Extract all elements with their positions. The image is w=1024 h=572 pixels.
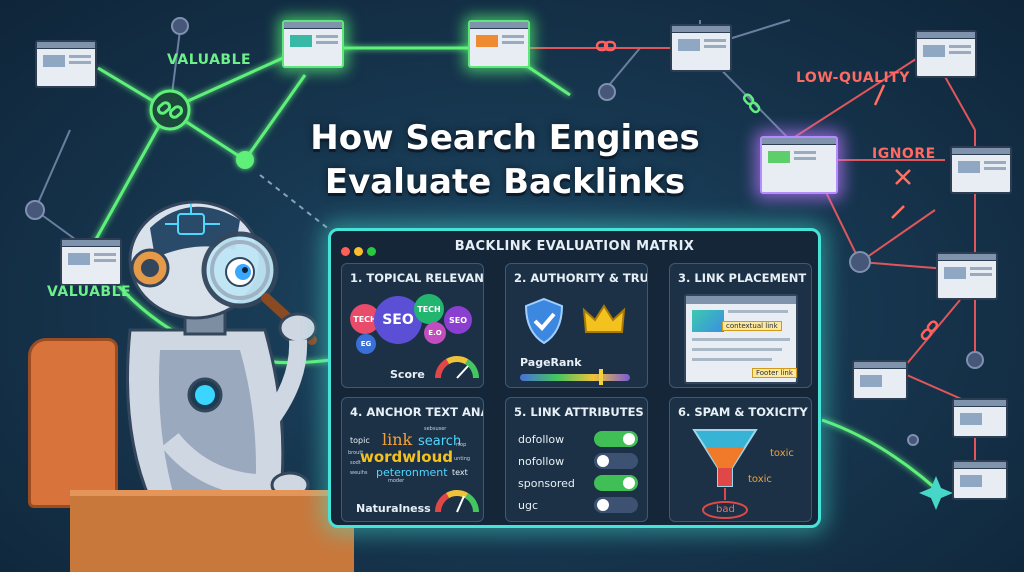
- robot-illustration: [126, 200, 318, 502]
- panel-link-attributes: 5. LINK ATTRIBUTES dofollow nofollow spo…: [505, 397, 648, 522]
- title-line-2: Evaluate Backlinks: [324, 162, 686, 202]
- pagerank-label: PageRank: [520, 356, 582, 369]
- panel-anchor-text: 4. ANCHOR TEXT ANALYSIS link search word…: [341, 397, 484, 522]
- webpage-node: [950, 146, 1012, 194]
- webpage-node: [952, 460, 1008, 500]
- ignore-label: IGNORE: [872, 146, 936, 162]
- cloud-word: wordwloud: [360, 448, 454, 466]
- panel-title: 6. SPAM & TOXICITY: [678, 405, 808, 419]
- topic-bubble: TECH: [414, 294, 444, 324]
- webpage-node: [282, 20, 344, 68]
- panel-title: 1. TOPICAL RELEVANCE: [350, 271, 484, 285]
- webpage-node: [852, 360, 908, 400]
- panel-authority-trust: 2. AUTHORITY & TRUST PageRank: [505, 263, 648, 388]
- title-line-1: How Search Engines: [310, 118, 700, 158]
- webpage-node: [952, 398, 1008, 438]
- cloud-word: sebsuser: [424, 426, 447, 432]
- close-dot: [341, 247, 350, 256]
- toxic-label: toxic: [770, 448, 794, 459]
- cloud-word: broutt: [348, 450, 364, 456]
- bad-label: bad: [716, 504, 735, 515]
- cloud-word: moder: [388, 478, 405, 484]
- nofollow-toggle[interactable]: [594, 453, 638, 469]
- desk-illustration: [70, 490, 354, 572]
- cloud-word: link: [382, 430, 413, 449]
- score-label: Score: [390, 368, 425, 381]
- topic-bubble: SEO: [444, 306, 472, 334]
- webpage-node: [468, 20, 530, 68]
- window-controls: [341, 241, 380, 260]
- cloud-word: sodt: [350, 460, 361, 466]
- webpage-node: [936, 252, 998, 300]
- topic-bubble: E.O: [424, 322, 446, 344]
- pagerank-marker: [599, 369, 604, 385]
- cloud-word: search: [418, 434, 462, 449]
- toxic-label: toxic: [748, 474, 772, 485]
- attr-label-sponsored: sponsored: [518, 477, 575, 490]
- attr-label-dofollow: dofollow: [518, 433, 565, 446]
- page-title: How Search Engines Evaluate Backlinks: [270, 116, 740, 204]
- evaluation-matrix-window: BACKLINK EVALUATION MATRIX 1. TOPICAL RE…: [328, 228, 821, 528]
- cloud-word: topic: [350, 436, 370, 445]
- funnel-icon: [692, 429, 758, 519]
- panel-title: 4. ANCHOR TEXT ANALYSIS: [350, 405, 483, 419]
- maximize-dot: [367, 247, 376, 256]
- panel-title: 2. AUTHORITY & TRUST: [514, 271, 648, 285]
- attr-label-nofollow: nofollow: [518, 455, 565, 468]
- panel-link-placement: 3. LINK PLACEMENT contextual link Footer…: [669, 263, 812, 388]
- panel-topical-relevance: 1. TOPICAL RELEVANCE TECH SEO TECH SEO E…: [341, 263, 484, 388]
- panel-spam-toxicity: 6. SPAM & TOXICITY toxic toxic bad: [669, 397, 812, 522]
- matrix-title: BACKLINK EVALUATION MATRIX: [454, 239, 695, 254]
- crown-icon: [582, 304, 626, 333]
- panel-title: 3. LINK PLACEMENT: [678, 271, 807, 285]
- cloud-word: rtop: [456, 442, 467, 448]
- chair-illustration: [28, 338, 118, 508]
- contextual-link-tag: contextual link: [722, 321, 782, 331]
- pagerank-bar: [520, 374, 630, 381]
- webpage-node: [670, 24, 732, 72]
- footer-link-tag: Footer link: [752, 368, 797, 378]
- score-gauge: [435, 356, 479, 379]
- cloud-word: text: [452, 468, 468, 477]
- low-quality-label: LOW-QUALITY: [796, 70, 910, 86]
- dofollow-toggle[interactable]: [594, 431, 638, 447]
- webpage-node: [60, 238, 122, 286]
- attr-label-ugc: ugc: [518, 499, 539, 512]
- sponsored-toggle[interactable]: [594, 475, 638, 491]
- webpage-node: [760, 136, 838, 194]
- minimize-dot: [354, 247, 363, 256]
- shield-check-icon: [524, 297, 564, 345]
- webpage-node: [35, 40, 97, 88]
- ugc-toggle[interactable]: [594, 497, 638, 513]
- naturalness-gauge: [435, 490, 479, 513]
- topic-bubble: EG: [356, 334, 376, 354]
- webpage-node: [915, 30, 977, 78]
- cloud-word: unting: [454, 456, 471, 462]
- naturalness-label: Naturalness: [356, 502, 431, 515]
- valuable-label: VALUABLE: [47, 284, 132, 300]
- word-cloud: link search wordwloud peteronment topic …: [348, 426, 480, 486]
- cloud-word: weuihs: [350, 470, 368, 476]
- panel-title: 5. LINK ATTRIBUTES: [514, 405, 644, 419]
- valuable-label: VALUABLE: [167, 52, 252, 68]
- cloud-word: peteronment: [376, 466, 448, 479]
